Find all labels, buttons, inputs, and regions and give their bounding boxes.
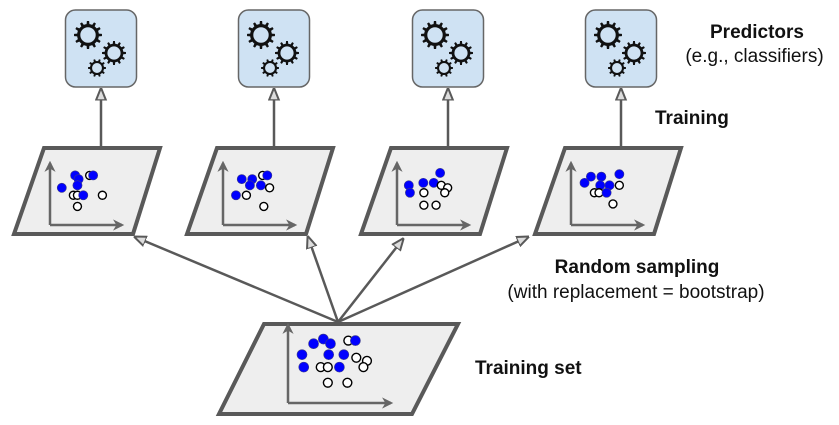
hollow-point: [264, 183, 275, 193]
hollow-point: [322, 362, 333, 373]
sample-1: [11, 146, 163, 236]
blue-point: [418, 177, 429, 188]
arrows: [101, 89, 621, 324]
random-sampling-subtitle: (with replacement = bootstrap): [507, 282, 765, 303]
predictor-4: [584, 9, 658, 88]
sampling-arrow-3: [337, 239, 403, 323]
predictor-box: [584, 9, 658, 88]
sample-2: [184, 146, 336, 236]
small-gear-icon-hole: [612, 63, 622, 73]
small-gear-icon: [608, 59, 626, 77]
training-set-label: Training set: [475, 358, 582, 379]
hollow-point: [259, 201, 269, 212]
large-gear-icon: [421, 21, 449, 49]
small-gear-icon-hole: [439, 63, 449, 73]
hollow-point: [72, 201, 83, 212]
predictor-box: [64, 9, 138, 88]
panel-shape: [11, 146, 163, 236]
large-gear-icon-hole: [600, 27, 616, 43]
gears-icon: [74, 21, 126, 77]
panel-shape: [358, 146, 510, 236]
small-gear-icon: [88, 59, 106, 77]
blue-point: [579, 177, 590, 188]
hollow-point: [358, 362, 369, 373]
large-gear-icon-hole: [427, 27, 443, 43]
hollow-point: [351, 352, 362, 363]
hollow-point: [440, 188, 450, 198]
predictor-1: [64, 9, 138, 88]
blue-point: [614, 169, 625, 180]
blue-point: [255, 180, 266, 191]
predictor-2: [237, 9, 311, 88]
blue-point: [298, 361, 310, 373]
small-gear-icon: [261, 59, 279, 77]
blue-point: [296, 349, 308, 360]
medium-gear-icon: [102, 41, 126, 65]
random-sampling-title: Random sampling: [554, 257, 720, 278]
blue-point: [231, 190, 241, 201]
blue-point: [405, 187, 415, 198]
gears-icon: [421, 21, 473, 77]
sample-3: [358, 146, 510, 236]
hollow-point: [241, 190, 252, 200]
large-gear-icon: [594, 21, 622, 49]
hollow-point: [342, 377, 353, 388]
training-label: Training: [655, 108, 729, 129]
blue-point: [596, 171, 607, 182]
gears-icon: [247, 21, 299, 77]
blue-point: [244, 180, 255, 191]
medium-gear-icon: [449, 41, 473, 65]
predictors-title: Predictors: [710, 22, 804, 43]
predictors-row: [64, 9, 658, 88]
sample-4: [532, 146, 684, 236]
blue-point: [78, 190, 89, 201]
small-gear-icon: [435, 59, 453, 77]
training-set-panel: [215, 322, 462, 416]
hollow-point: [97, 190, 108, 200]
gears-icon: [594, 21, 646, 77]
blue-point: [323, 349, 335, 360]
medium-gear-icon: [275, 41, 299, 65]
small-gear-icon-hole: [265, 63, 275, 73]
large-gear-icon: [74, 21, 102, 49]
blue-point: [601, 187, 612, 198]
blue-point: [262, 170, 273, 181]
blue-point: [334, 361, 345, 373]
blue-point: [88, 170, 99, 181]
blue-point: [325, 338, 336, 350]
blue-point: [586, 171, 596, 182]
hollow-point: [419, 200, 429, 210]
sampling-arrow-2: [308, 237, 340, 323]
panel-shape: [184, 146, 336, 236]
medium-gear-icon-hole: [280, 46, 294, 60]
large-gear-icon-hole: [253, 27, 269, 43]
sampling-arrow-1: [135, 237, 339, 324]
predictor-3: [411, 9, 485, 88]
hollow-point: [431, 200, 441, 210]
predictor-box: [237, 9, 311, 88]
hollow-point: [322, 377, 333, 388]
training-set: [215, 322, 462, 416]
blue-point: [338, 349, 350, 360]
small-gear-icon-hole: [92, 63, 102, 73]
hollow-point: [419, 188, 429, 198]
hollow-point: [614, 180, 625, 191]
medium-gear-icon-hole: [454, 46, 468, 60]
medium-gear-icon-hole: [107, 46, 121, 60]
blue-point: [72, 180, 83, 191]
blue-point: [435, 168, 446, 178]
blue-point: [236, 174, 247, 185]
blue-point: [350, 335, 361, 346]
medium-gear-icon: [622, 41, 646, 65]
predictor-box: [411, 9, 485, 88]
medium-gear-icon-hole: [627, 46, 641, 60]
large-gear-icon-hole: [80, 27, 96, 43]
hollow-point: [608, 199, 618, 209]
blue-point: [56, 182, 67, 193]
large-gear-icon: [247, 21, 275, 49]
sampling-arrow-4: [337, 237, 528, 324]
bootstrap-samples-row: [11, 146, 684, 236]
blue-point: [308, 338, 319, 350]
predictors-subtitle: (e.g., classifiers): [685, 46, 824, 67]
